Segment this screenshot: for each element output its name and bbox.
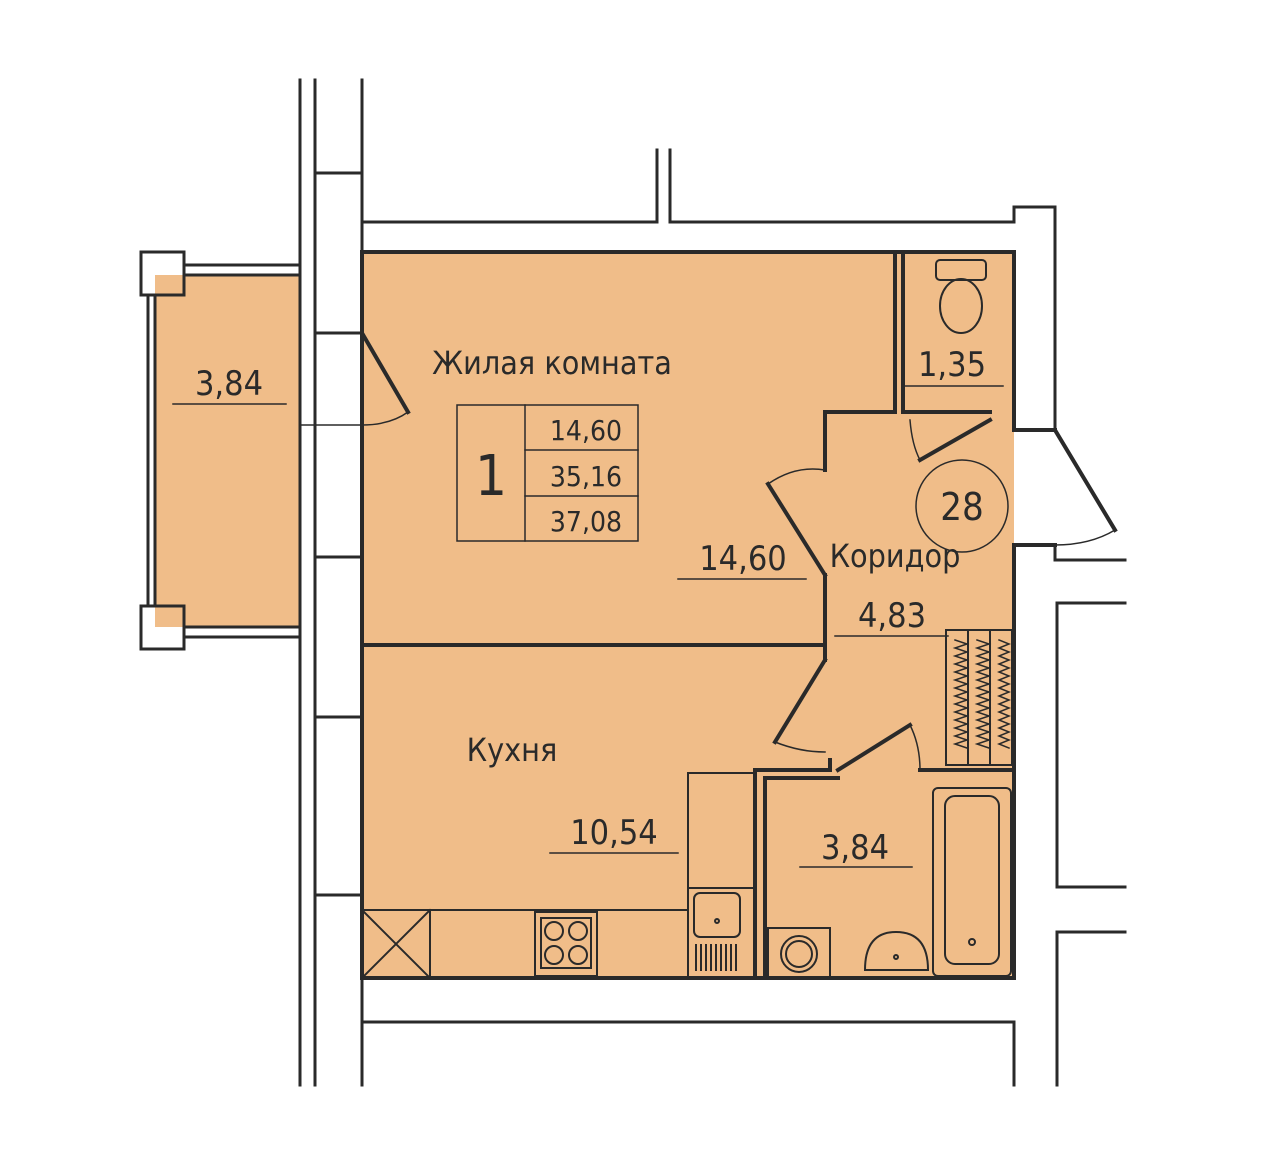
total-area-summary: 35,16 [550, 460, 622, 493]
bathtub-icon [932, 787, 1012, 977]
balcony-floor [155, 275, 300, 627]
living-room-area: 14,60 [699, 539, 787, 579]
doors [299, 330, 1118, 773]
radiator-icon [945, 629, 1013, 766]
apartment-number-badge [915, 459, 1009, 553]
living-area-summary: 14,60 [550, 414, 622, 447]
washbasin-icon [863, 930, 930, 971]
rooms-count: 1 [475, 444, 507, 509]
total-with-balcony-summary: 37,08 [550, 505, 622, 538]
sink-icon [693, 892, 741, 971]
exterior-walls [139, 78, 1127, 1087]
toilet-area: 1,35 [918, 345, 986, 385]
interior-walls [360, 250, 1016, 980]
corridor-area: 4,83 [858, 596, 926, 636]
apartment-summary-table: 1 14,60 35,16 37,08 [456, 404, 639, 542]
kitchen-counter [360, 772, 756, 980]
washing-machine-icon [767, 927, 831, 979]
fixtures [360, 259, 1013, 980]
apartment-number: 28 [940, 485, 984, 529]
toilet-icon [935, 259, 987, 334]
living-room-name: Жилая комната [432, 344, 672, 382]
stove-icon [534, 911, 598, 977]
kitchen-name: Кухня [467, 731, 558, 769]
kitchen-area: 10,54 [570, 813, 658, 853]
balcony-area: 3,84 [195, 364, 263, 404]
corridor-name: Коридор [830, 537, 961, 575]
bathroom-area: 3,84 [821, 828, 889, 868]
